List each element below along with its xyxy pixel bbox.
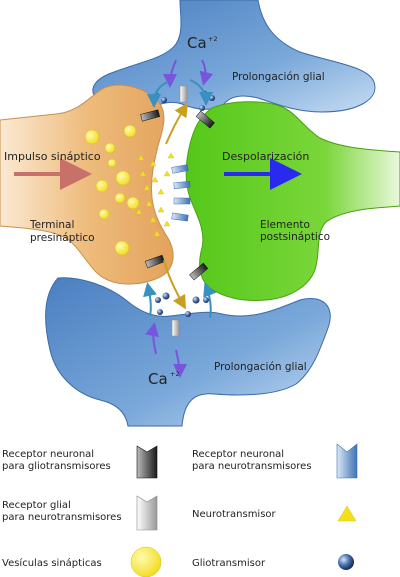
legend-gliotransmitter: Gliotransmisor bbox=[192, 554, 354, 570]
neurotransmitter-flow-arrows bbox=[163, 102, 189, 310]
legend-glial-receptor: Receptor glial para neurotransmisores bbox=[2, 495, 158, 531]
legend-neuronal-glio-receptor: Receptor neuronal para gliotransmisores bbox=[2, 445, 158, 479]
legend-vesicles: Vesículas sinápticas bbox=[2, 546, 162, 577]
legend-label-line2: para neurotransmisores bbox=[192, 461, 312, 472]
legend-label-line1: Receptor glial bbox=[2, 500, 71, 511]
calcium-charge-bottom: +2 bbox=[170, 370, 180, 378]
calcium-label-bottom: Ca bbox=[148, 370, 168, 388]
glial-process-bottom-label: Prolongación glial bbox=[214, 361, 307, 373]
legend-label-line2: para gliotransmisores bbox=[2, 461, 111, 472]
legend-label: Neurotransmisor bbox=[192, 509, 277, 520]
calcium-arrows bbox=[145, 59, 214, 378]
postsynaptic-receptors bbox=[171, 164, 191, 222]
glial-process-top-label: Prolongación glial bbox=[232, 71, 325, 83]
legend-neurotransmitter: Neurotransmisor bbox=[192, 505, 357, 522]
neuronal-glio-receptors bbox=[140, 109, 215, 281]
legend-label-line2: para neurotransmisores bbox=[2, 512, 122, 523]
neurotransmitter-icon bbox=[337, 505, 357, 522]
synaptic-vesicles bbox=[84, 124, 140, 256]
legend-neuronal-neuro-receptor: Receptor neuronal para neurotransmisores bbox=[192, 443, 358, 479]
postsynaptic-label-line2: postsináptico bbox=[260, 231, 330, 243]
depolarization-label: Despolarización bbox=[222, 150, 309, 163]
dark-receptor-icon bbox=[136, 445, 158, 479]
neurotransmitters bbox=[135, 152, 175, 237]
calcium-label-top: Ca bbox=[187, 34, 207, 52]
legend: Receptor neuronal para gliotransmisores … bbox=[2, 443, 358, 577]
vesicle-icon bbox=[130, 546, 162, 577]
legend-label-line1: Receptor neuronal bbox=[2, 449, 94, 460]
gliotransmitter-release-arrows bbox=[143, 79, 217, 319]
light-receptor-icon bbox=[136, 495, 158, 531]
legend-label: Gliotransmisor bbox=[192, 558, 266, 569]
legend-label: Vesículas sinápticas bbox=[2, 557, 102, 569]
presynaptic-label-line1: Terminal bbox=[29, 219, 74, 231]
glial-receptors bbox=[171, 85, 188, 337]
postsynaptic-label-line1: Elemento bbox=[260, 219, 310, 231]
postsynaptic-element bbox=[185, 101, 400, 301]
blue-receptor-icon bbox=[336, 443, 358, 479]
calcium-charge-top: +2 bbox=[208, 35, 218, 43]
legend-label-line1: Receptor neuronal bbox=[192, 449, 284, 460]
presynaptic-label-line2: presináptico bbox=[30, 232, 95, 244]
impulse-label: Impulso sináptico bbox=[4, 150, 101, 163]
glial-process-bottom bbox=[45, 277, 331, 427]
gliotransmitter-icon bbox=[338, 554, 354, 570]
